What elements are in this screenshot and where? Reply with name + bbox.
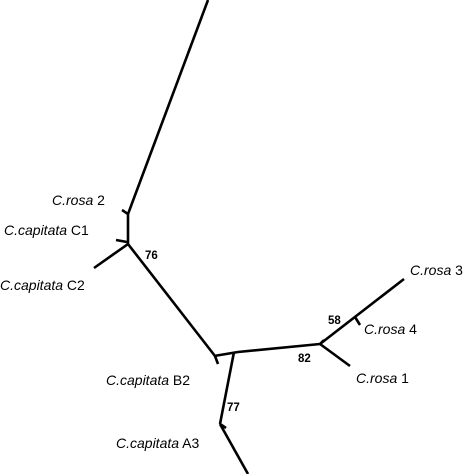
branch-internal-82 xyxy=(237,342,321,354)
support-value-76: 76 xyxy=(145,250,158,262)
branch-internal-77 xyxy=(218,351,236,425)
support-value-82: 82 xyxy=(298,353,311,365)
branch-crosa1 xyxy=(319,342,351,368)
leaf-label-ccapC2: C.capitata C2 xyxy=(0,277,85,293)
leaf-label-ccapB2: C.capitata B2 xyxy=(106,372,190,388)
support-value-58: 58 xyxy=(328,315,341,327)
leaf-label-ccapC1: C.capitata C1 xyxy=(4,222,89,238)
leaf-label-crosa2: C.rosa 2 xyxy=(52,192,105,208)
branch-ccapB2 xyxy=(213,355,220,365)
branch-crosa3 xyxy=(319,277,405,346)
branch-ccapC1 xyxy=(115,238,128,244)
support-value-77: 77 xyxy=(227,402,240,414)
branch-crosa4 xyxy=(353,316,362,326)
branch-crosa2 xyxy=(121,208,129,216)
branch-long-top xyxy=(126,0,210,215)
leaf-label-crosa4: C.rosa 4 xyxy=(364,321,417,337)
branch-ccapC2 xyxy=(93,242,129,270)
branch-internal-76 xyxy=(126,243,217,357)
leaf-label-ccapA3: C.capitata A3 xyxy=(116,435,200,451)
leaf-label-crosa1: C.rosa 1 xyxy=(356,370,409,386)
branch-long-bottom xyxy=(218,423,250,474)
leaf-label-crosa3: C.rosa 3 xyxy=(410,262,463,278)
